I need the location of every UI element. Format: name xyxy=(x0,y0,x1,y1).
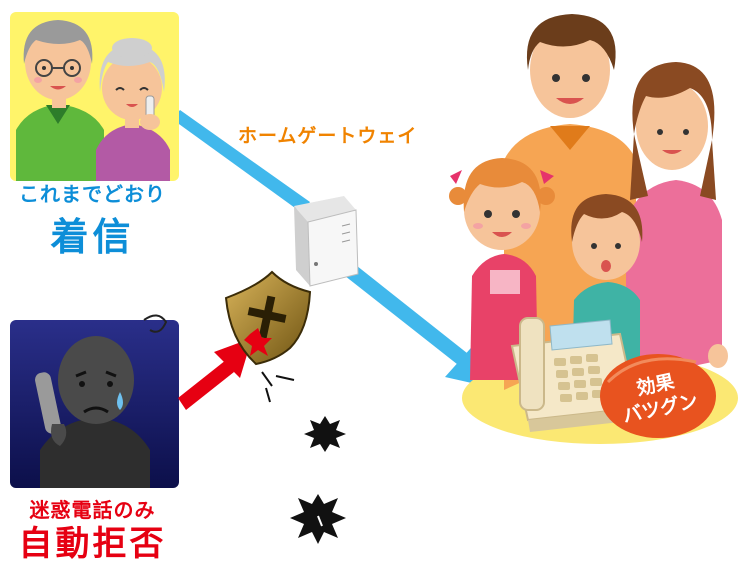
spam-caller-panel xyxy=(10,314,179,488)
grandparents-panel xyxy=(10,12,179,181)
deflect-lines xyxy=(261,371,295,403)
spam-call-arrow xyxy=(178,338,252,410)
shield-icon xyxy=(224,270,312,366)
telephone-icon xyxy=(510,317,638,432)
telephone-icon xyxy=(35,372,61,434)
normal-call-caption-line1: これまでどおり xyxy=(19,182,166,206)
grandfather-figure xyxy=(16,20,104,181)
spam-call-caption-line1: 迷惑電話のみ xyxy=(29,498,156,522)
mother-figure xyxy=(626,62,728,380)
gateway-label: ホームゲートウェイ xyxy=(238,125,418,147)
normal-call-caption-line2: 着信 xyxy=(50,215,135,259)
grandmother-figure xyxy=(96,38,170,181)
gateway-device-icon xyxy=(294,196,359,287)
explosion-icon xyxy=(290,416,346,544)
effect-badge xyxy=(600,354,716,438)
spam-call-caption-line2: 自動拒否 xyxy=(18,524,167,564)
